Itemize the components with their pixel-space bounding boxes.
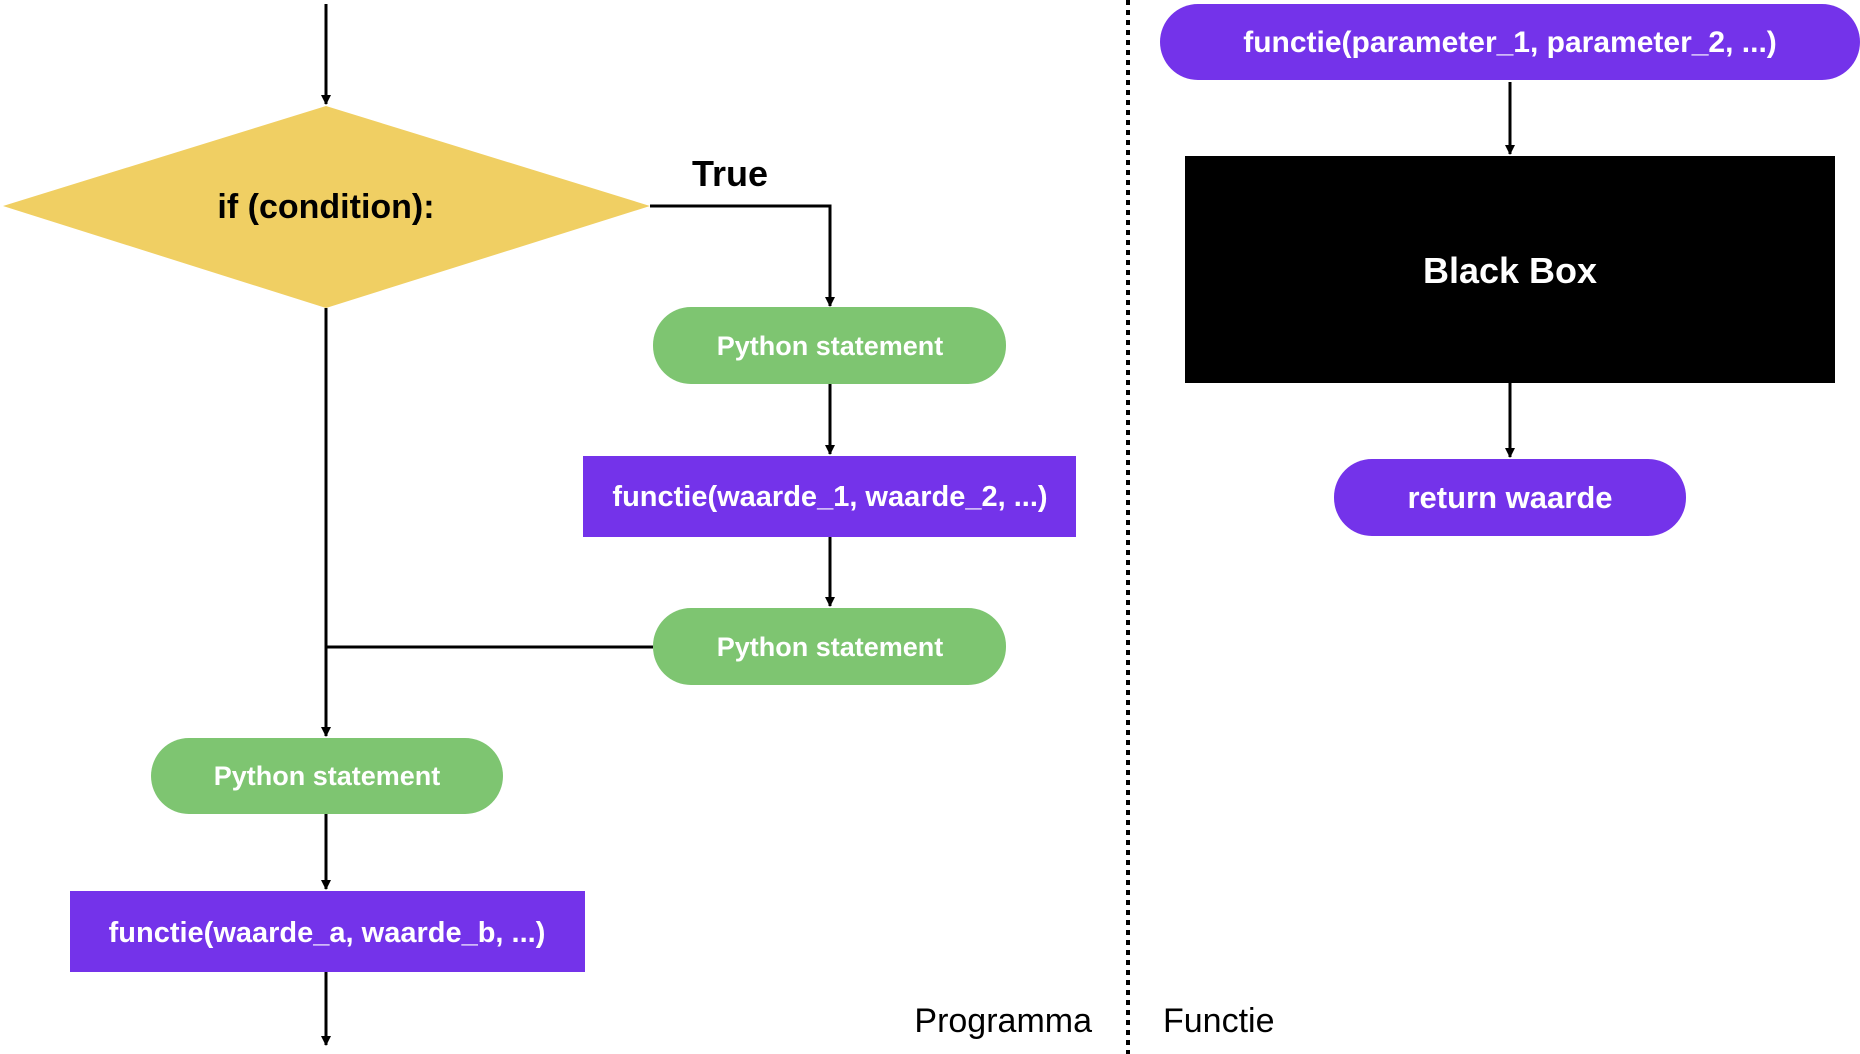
- function-call-2-label: functie(waarde_a, waarde_b, ...): [109, 917, 546, 949]
- python-statement-3-label: Python statement: [214, 761, 441, 791]
- true-label: True: [692, 153, 768, 194]
- return-value-label: return waarde: [1407, 480, 1612, 515]
- python-statement-1-label: Python statement: [717, 331, 944, 361]
- function-call-1-label: functie(waarde_1, waarde_2, ...): [612, 481, 1047, 513]
- true-branch-arrow: [650, 204, 835, 307]
- programma-panel-label: Programma: [914, 1002, 1092, 1040]
- decision-diamond: [3, 106, 650, 308]
- function-call-1: [583, 456, 1076, 537]
- function-signature: [1160, 4, 1860, 80]
- function-signature-label: functie(parameter_1, parameter_2, ...): [1243, 26, 1777, 59]
- black-box-label: Black Box: [1423, 250, 1597, 291]
- functie-panel-label: Functie: [1163, 1002, 1275, 1040]
- python-statement-2: [653, 608, 1006, 685]
- black-box: [1185, 156, 1835, 383]
- decision-label: if (condition):: [217, 188, 434, 226]
- python-statement-2-label: Python statement: [717, 632, 944, 662]
- function-call-2: [70, 891, 585, 972]
- return-value: [1334, 459, 1686, 536]
- python-statement-1: [653, 307, 1006, 384]
- python-statement-3: [151, 738, 503, 814]
